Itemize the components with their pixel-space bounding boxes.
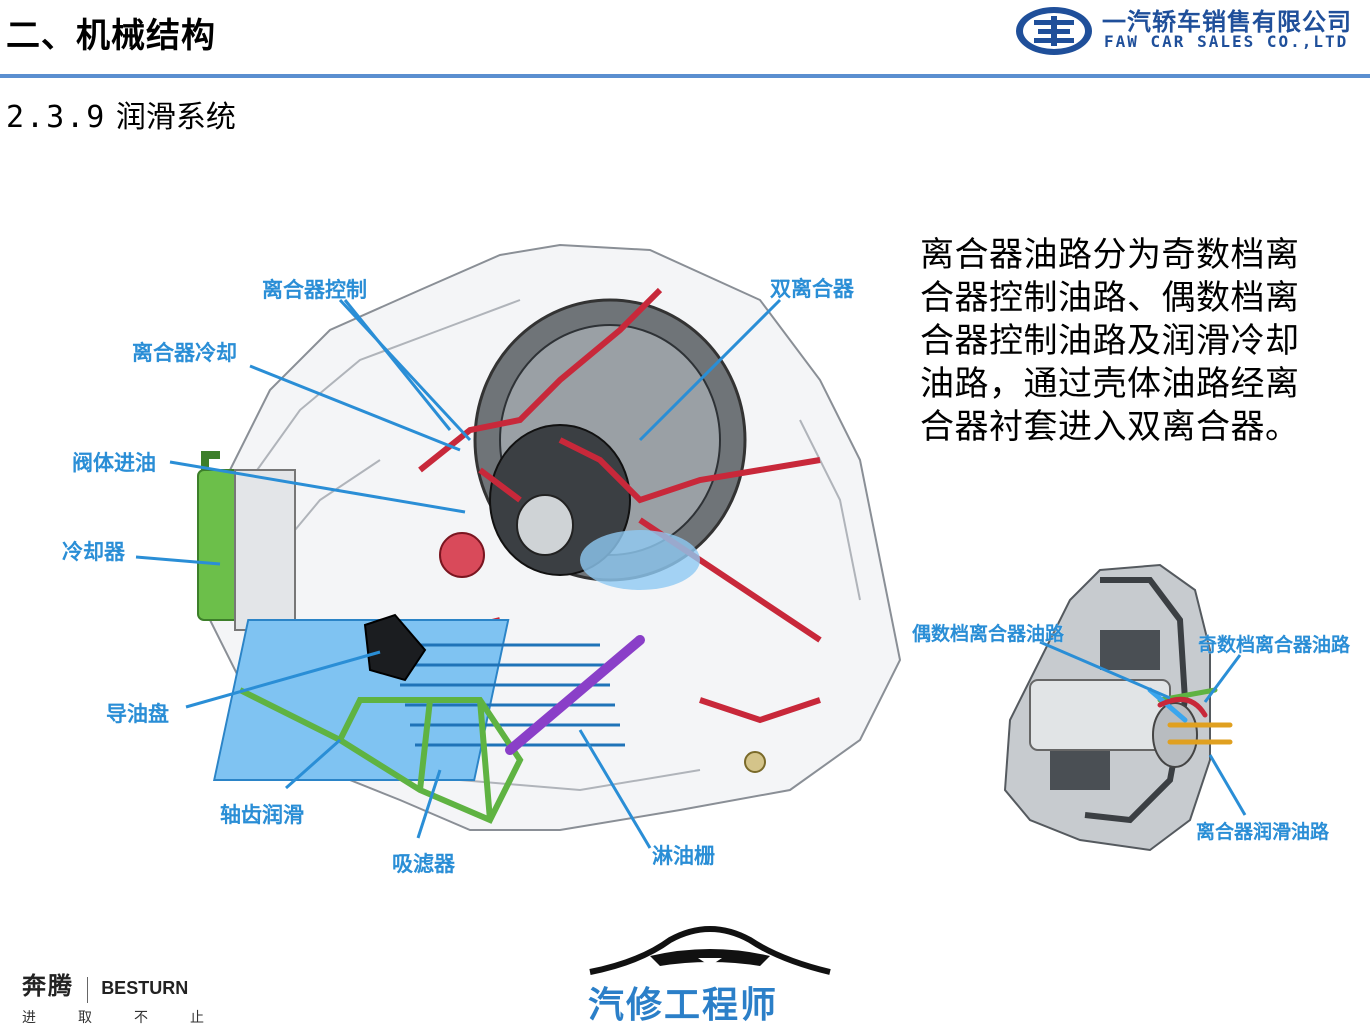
company-logo: 一汽轿车销售有限公司 FAW CAR SALES CO.,LTD [1012, 0, 1370, 62]
section-name: 润滑系统 [115, 100, 236, 135]
brand-name-en: BESTURN [101, 978, 189, 998]
dual-clutch-drum [473, 298, 747, 582]
description-line: 合器控制油路及润滑冷却 [920, 321, 1300, 361]
input-shaft [516, 494, 574, 556]
description-text: 离合器油路分为奇数档离 合器控制油路、偶数档离 合器控制油路及润滑冷却 油路，通… [920, 234, 1350, 449]
clutch-housing-section [1003, 563, 1211, 852]
description-line: 合器衬套进入双离合器。 [920, 407, 1300, 447]
label-clutch-control: 离合器控制 [262, 278, 367, 302]
clutch-oil-channels [1147, 687, 1233, 745]
brand-slogan: 进取不止 [22, 1009, 246, 1026]
purple-pipe [505, 635, 645, 755]
label-shaft-gear-lube: 轴齿润滑 [220, 803, 304, 827]
brand-name-cn: 奔腾 [22, 972, 74, 1000]
oil-guide-pan [363, 613, 427, 682]
company-name-en: FAW CAR SALES CO.,LTD [1104, 32, 1349, 51]
housing-outline [208, 243, 902, 831]
description-line: 离合器油路分为奇数档离 [920, 235, 1300, 275]
clutch-hub [489, 424, 631, 576]
label-oil-guide-pan: 导油盘 [106, 702, 169, 726]
label-odd-clutch-oil: 奇数档离合器油路 [1198, 634, 1351, 656]
label-cooler: 冷却器 [62, 540, 125, 564]
oil-spray-grid [212, 619, 510, 781]
label-oil-spray-grid: 淋油栅 [652, 844, 715, 868]
label-clutch-cooling: 离合器冷却 [132, 341, 237, 365]
page-header-title: 二、机械结构 [6, 16, 216, 56]
valve-body [234, 469, 296, 631]
watermark: 汽修工程师 [580, 910, 840, 1026]
red-oil-passages [259, 287, 822, 724]
label-even-clutch-oil: 偶数档离合器油路 [912, 623, 1065, 645]
housing-ribs [249, 299, 861, 792]
faw-emblem-icon [1016, 7, 1092, 55]
company-name-cn: 一汽轿车销售有限公司 [1102, 8, 1352, 36]
watermark-text: 汽修工程师 [588, 985, 779, 1026]
brand-footer: 奔腾 BESTURN 进取不止 [22, 966, 246, 1027]
clutch-callout-lines [1039, 640, 1247, 816]
label-dual-clutch: 双离合器 [770, 277, 854, 301]
brand-separator [87, 976, 89, 1003]
blue-oil-region [580, 530, 700, 590]
clutch-shaft-section [1029, 679, 1171, 751]
description-line: 合器控制油路、偶数档离 [920, 278, 1300, 318]
cooler-body [197, 469, 241, 621]
breather-plug [744, 751, 766, 773]
clutch-plates [499, 324, 721, 556]
label-clutch-lube-oil: 离合器润滑油路 [1196, 821, 1330, 843]
clutch-sleeve [1152, 702, 1198, 768]
cooler-pipe [201, 451, 220, 470]
header-divider [0, 74, 1370, 78]
clutch-pack-section [1084, 577, 1189, 824]
label-suction-filter: 吸滤器 [392, 852, 455, 876]
section-number: 2.3.9 [6, 100, 107, 135]
description-line: 油路，通过壳体油路经离 [920, 364, 1300, 404]
section-title: 2.3.9 润滑系统 [6, 92, 236, 136]
pump-gear [439, 532, 485, 578]
main-callout-lines [135, 298, 782, 849]
spray-grid-lines [390, 643, 625, 747]
clutch-plates-lower [1050, 750, 1110, 790]
label-valve-inlet: 阀体进油 [72, 451, 156, 475]
car-silhouette-icon [589, 926, 831, 975]
clutch-plates-upper [1100, 630, 1160, 670]
